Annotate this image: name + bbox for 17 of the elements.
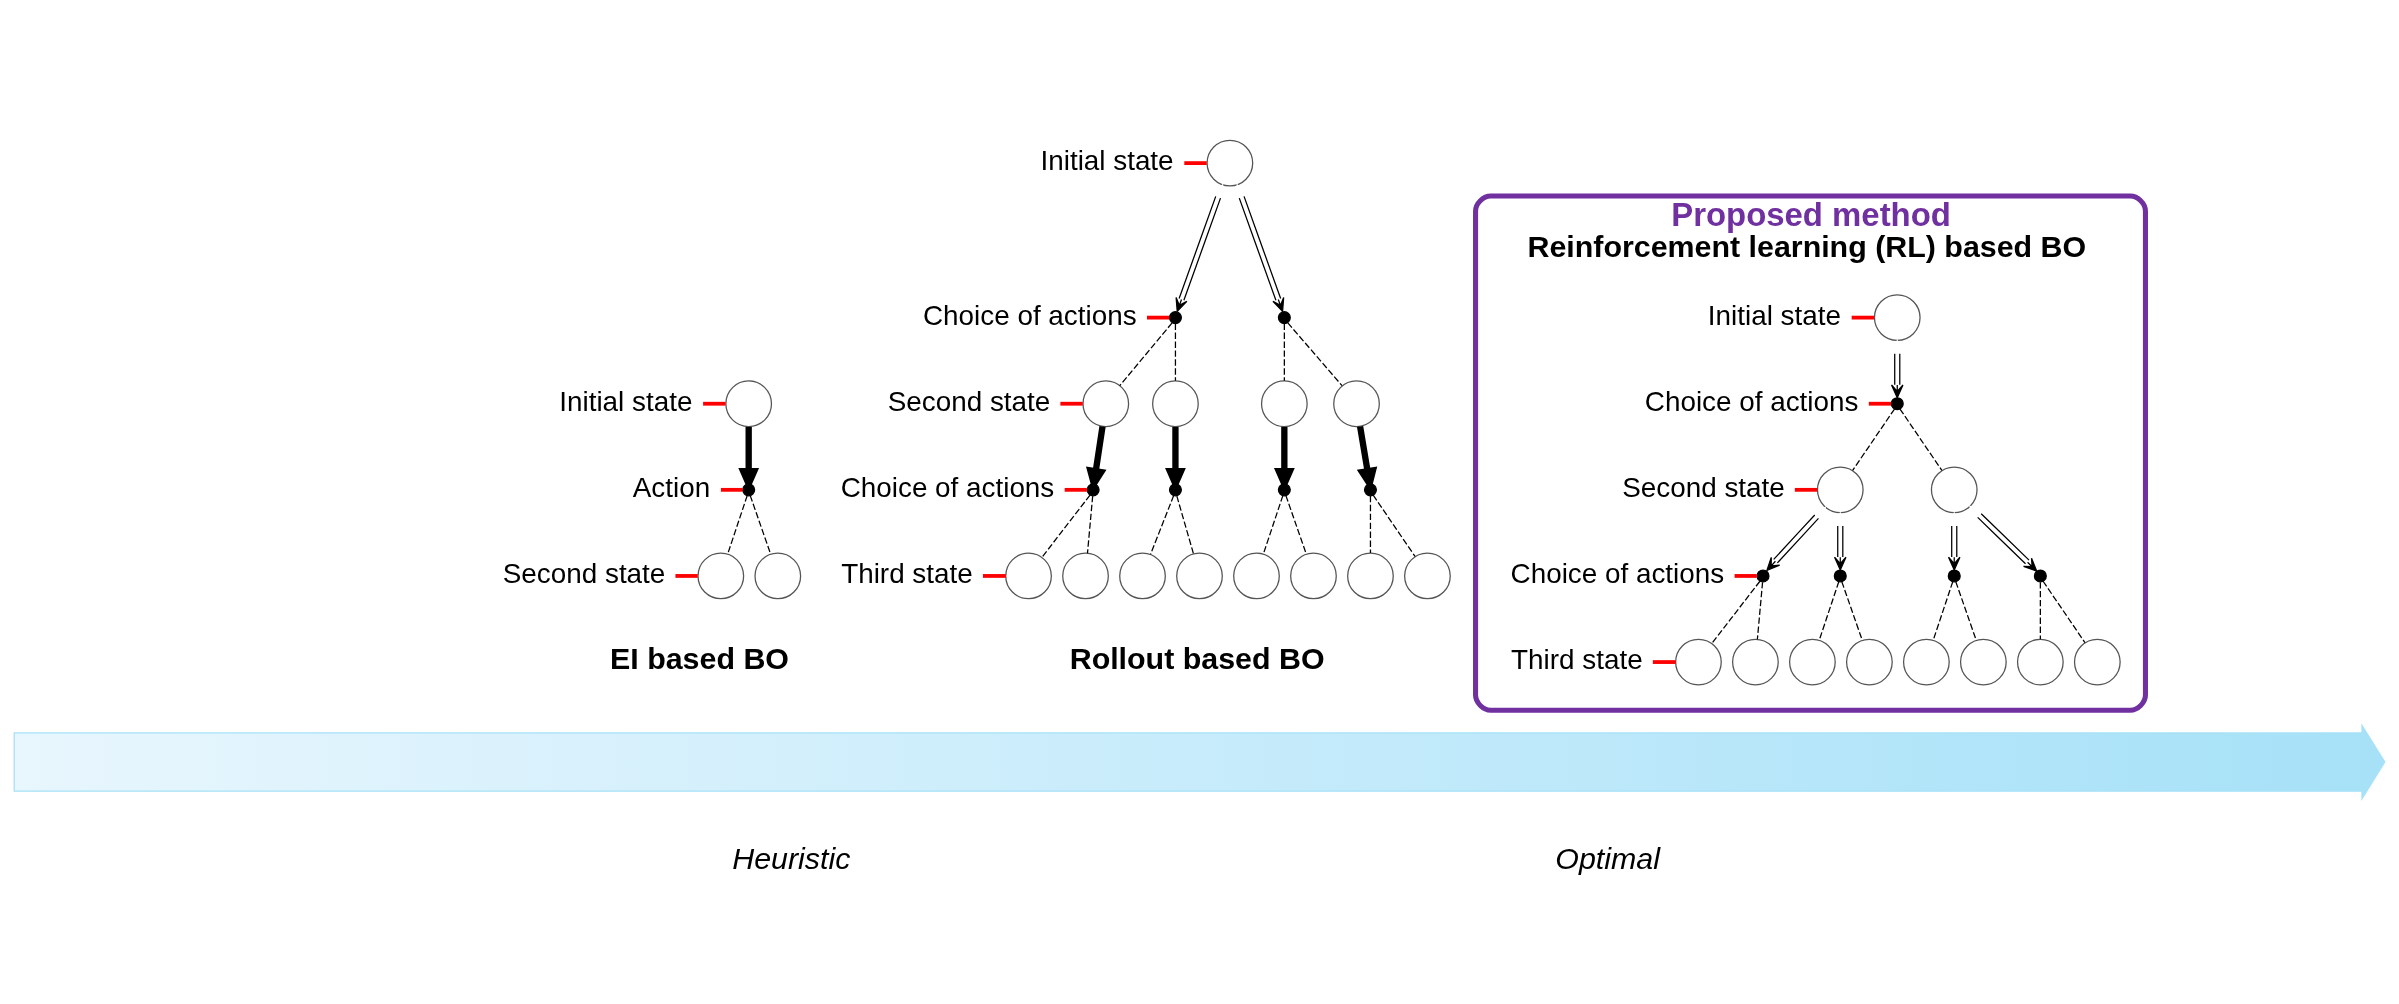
node-text: Choice of actions	[923, 299, 1137, 331]
label: Rollout based BO	[1069, 640, 1325, 675]
node-text: Second state	[502, 557, 666, 589]
node-text: Second state	[1622, 471, 1785, 503]
node-text: Third state	[841, 557, 973, 589]
node-text: Initial state	[1707, 299, 1841, 331]
node-text: Choice of actions	[1644, 385, 1859, 417]
node-text: Choice of actions	[1510, 557, 1725, 589]
label: EI based BO	[610, 640, 789, 675]
node-text: Initial state	[1040, 144, 1174, 176]
node-text: Third state	[1511, 643, 1643, 675]
node-label: Optimal	[1555, 840, 1660, 875]
node-text: Choice of actions	[840, 471, 1055, 503]
node-text: Action	[632, 471, 711, 503]
node-text: Initial state	[559, 385, 693, 417]
node-text: Second state	[887, 385, 1051, 417]
node-label: Heuristic	[732, 840, 851, 875]
